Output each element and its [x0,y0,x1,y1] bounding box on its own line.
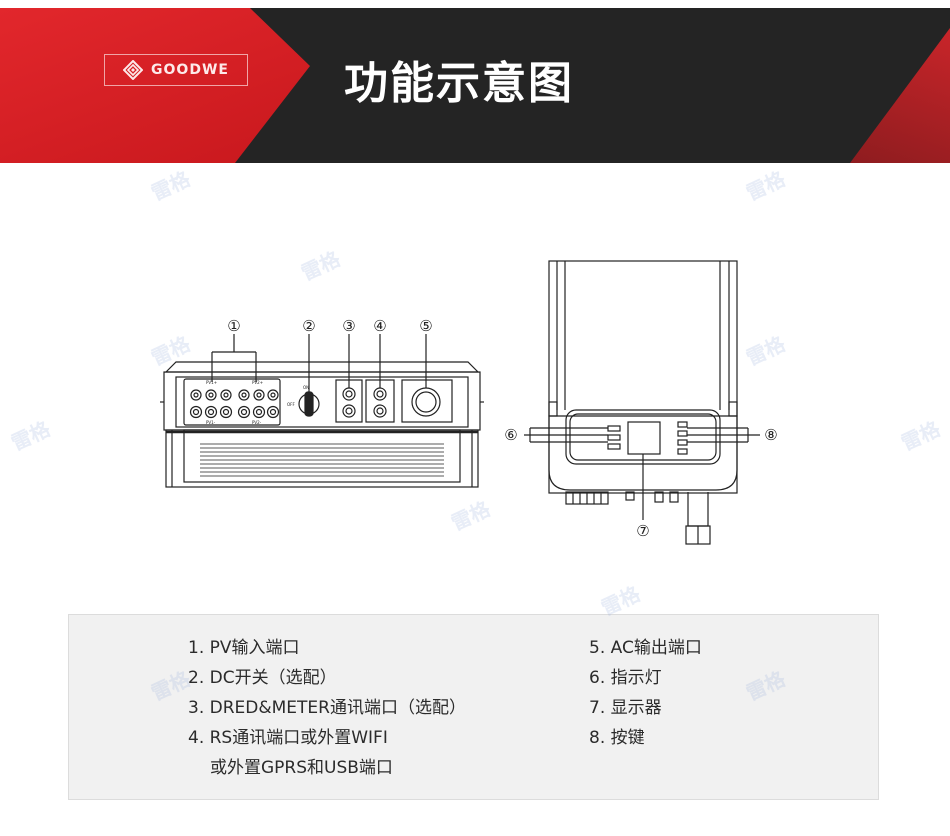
brand-name: GOODWE [151,62,229,78]
legend-item-rs-wifi: 4. RS通讯端口或外置WIFI [188,728,388,748]
switch-off-label: OFF [287,402,295,407]
legend-item-indicator: 6. 指示灯 [589,668,662,688]
callout-8: ⑧ [764,426,777,444]
legend-item-dc-switch: 2. DC开关（选配） [188,668,337,688]
page-title: 功能示意图 [344,58,574,109]
pv1-plus-label: PV1+ [206,380,217,385]
pv2-minus-label: PV2- [252,420,262,425]
inverter-bottom-view [160,334,484,488]
callout-1: ① [227,317,240,335]
callout-3: ③ [342,317,355,335]
legend-item-display: 7. 显示器 [589,698,662,718]
callout-7: ⑦ [636,522,649,540]
inverter-front-view [524,260,760,545]
pv2-plus-label: PV2+ [252,380,263,385]
legend-item-buttons: 8. 按键 [589,728,645,748]
header-banner: GOODWE 功能示意图 [0,8,950,163]
ac-output-box [401,379,453,423]
callout-4: ④ [373,317,386,335]
indicator-lights [607,425,621,450]
header-red-corner [850,28,950,163]
callout-5: ⑤ [419,317,432,335]
legend-item-gprs-usb: 或外置GPRS和USB端口 [210,758,393,778]
legend-item-dred-meter: 3. DRED&METER通讯端口（选配） [188,698,466,718]
goodwe-diamond-icon [123,60,144,80]
heatsink-fins [200,443,444,477]
callout-2: ② [302,317,315,335]
pv-connectors-top [190,389,279,401]
legend-right-column: 5. AC输出端口 6. 指示灯 7. 显示器 8. 按键 [589,633,702,753]
callout-6: ⑥ [504,426,517,444]
legend-box: 1. PV输入端口 2. DC开关（选配） 3. DRED&METER通讯端口（… [68,614,879,800]
switch-on-label: ON [303,385,309,390]
display-screen [627,421,661,455]
dc-switch [298,391,320,417]
legend-item-ac-output: 5. AC输出端口 [589,638,702,658]
pv-connectors-bottom [189,405,280,419]
pv1-minus-label: PV1- [206,420,216,425]
function-diagram: PV1+ PV2+ PV1- PV2- ON OFF ① ② ③ ④ ⑤ ⑥ ⑦… [0,170,950,590]
front-buttons [677,421,688,455]
legend-item-pv-input: 1. PV输入端口 [188,638,300,658]
brand-logo[interactable]: GOODWE [104,54,248,86]
diagram-svg: PV1+ PV2+ PV1- PV2- ON OFF ① ② ③ ④ ⑤ ⑥ ⑦… [160,260,778,545]
legend-left-column: 1. PV输入端口 2. DC开关（选配） 3. DRED&METER通讯端口（… [188,633,466,783]
